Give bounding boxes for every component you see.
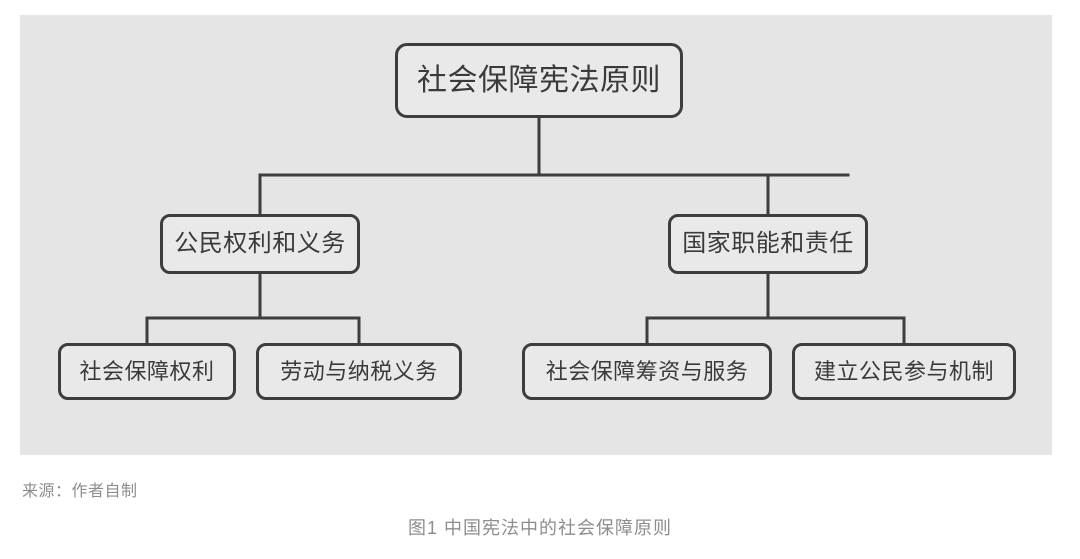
node-root: 社会保障宪法原则	[395, 43, 683, 118]
node-citizen-rights: 公民权利和义务	[160, 214, 360, 274]
node-participation-mechanism-label: 建立公民参与机制	[813, 358, 994, 384]
node-funding-service-label: 社会保障筹资与服务	[545, 358, 749, 384]
source-note: 来源：作者自制	[22, 483, 138, 500]
node-root-label: 社会保障宪法原则	[417, 63, 661, 97]
node-state-duties-label: 国家职能和责任	[682, 230, 854, 257]
figure-panel: 社会保障宪法原则 公民权利和义务 国家职能和责任 社会保障权利 劳动与纳税义务 …	[20, 15, 1052, 455]
node-labor-tax-duty-label: 劳动与纳税义务	[280, 358, 438, 384]
diagram-canvas: 社会保障宪法原则 公民权利和义务 国家职能和责任 社会保障权利 劳动与纳税义务 …	[20, 15, 1052, 455]
node-state-duties: 国家职能和责任	[668, 214, 868, 274]
node-social-security-right: 社会保障权利	[58, 343, 236, 400]
figure-caption: 图1 中国宪法中的社会保障原则	[407, 518, 672, 538]
node-social-security-right-label: 社会保障权利	[79, 358, 215, 384]
node-labor-tax-duty: 劳动与纳税义务	[256, 343, 462, 400]
node-citizen-rights-label: 公民权利和义务	[174, 230, 346, 257]
node-funding-service: 社会保障筹资与服务	[522, 343, 772, 400]
node-participation-mechanism: 建立公民参与机制	[792, 343, 1016, 400]
